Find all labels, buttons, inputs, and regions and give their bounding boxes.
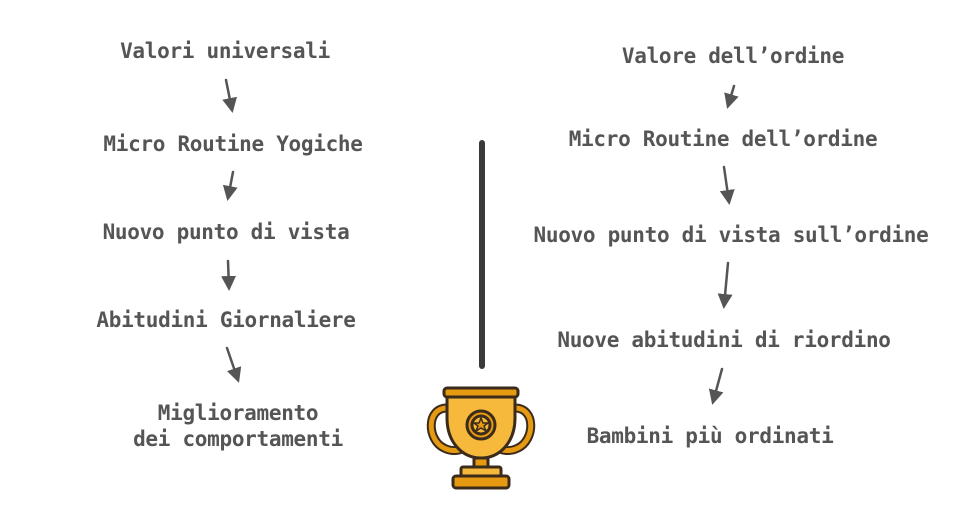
right-step-bambini-piu-ordinati: Bambini più ordinati <box>586 424 834 448</box>
arrow-down-icon <box>724 84 739 109</box>
left-step-micro-routine-yogiche: Micro Routine Yogiche <box>103 132 363 156</box>
arrow-down-icon <box>717 261 733 309</box>
arrow-down-icon <box>225 346 242 383</box>
arrow-down-icon <box>719 165 735 205</box>
left-step-nuovo-punto-di-vista: Nuovo punto di vista <box>102 220 350 244</box>
left-step-miglioramento: Miglioramento dei comportamenti <box>133 400 343 453</box>
right-step-micro-routine-ordine: Micro Routine dell’ordine <box>568 127 878 151</box>
right-step-nuove-abitudini-riordino: Nuove abitudini di riordino <box>557 328 891 352</box>
left-step-miglioramento-line2: dei comportamenti <box>133 427 343 452</box>
arrow-down-icon <box>221 259 237 291</box>
right-step-nuovo-punto-sull-ordine: Nuovo punto di vista sull’ordine <box>533 223 929 247</box>
arrow-down-icon <box>222 170 238 201</box>
left-step-miglioramento-line1: Miglioramento <box>157 401 319 425</box>
arrow-down-icon <box>222 78 238 113</box>
right-step-valore-ordine: Valore dell’ordine <box>621 44 845 68</box>
arrow-down-icon <box>708 367 724 405</box>
left-step-valori-universali: Valori universali <box>120 39 330 63</box>
left-step-abitudini-giornaliere: Abitudini Giornaliere <box>96 308 356 332</box>
